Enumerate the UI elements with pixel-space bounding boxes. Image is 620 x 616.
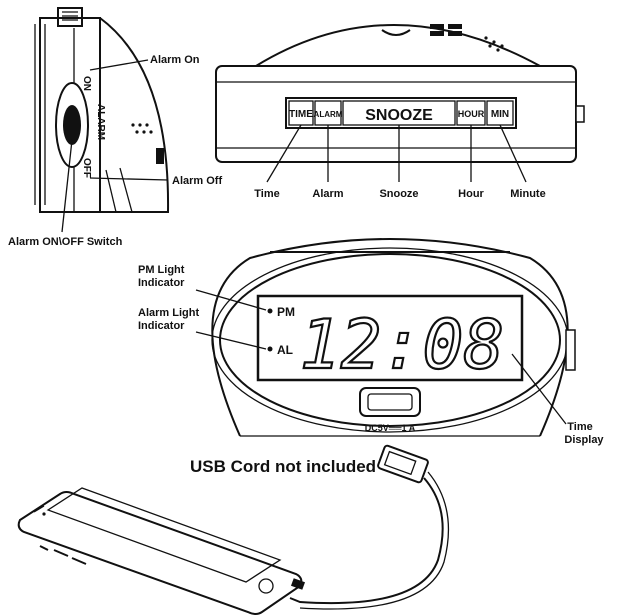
callout-alarm-on: Alarm On xyxy=(150,54,200,66)
callout-snooze: Snooze xyxy=(379,188,418,200)
power-rating-text: DC5V══1 A xyxy=(365,423,416,433)
callout-alarm-switch: Alarm ON\OFF Switch xyxy=(8,236,123,248)
usb-note: USB Cord not included xyxy=(190,457,376,476)
al-indicator-text: AL xyxy=(277,343,293,357)
switch-on-text: ON xyxy=(81,76,92,91)
callout-time-display-line2: Display xyxy=(564,434,604,446)
lcd-display xyxy=(256,294,524,382)
callout-hour: Hour xyxy=(458,188,484,200)
callout-minute: Minute xyxy=(510,188,545,200)
al-indicator-dot xyxy=(267,346,273,352)
speaker-holes xyxy=(131,123,153,134)
pm-indicator-text: PM xyxy=(277,305,295,319)
button-label-alarm: ALARM xyxy=(314,110,343,119)
side-view: ON ALARM OFF Alarm On Alarm Off Alarm ON… xyxy=(8,7,222,248)
callout-alarm-light-line1: Alarm Light xyxy=(138,307,199,319)
time-readout: 12:08 xyxy=(300,306,505,385)
callout-alarm-off: Alarm Off xyxy=(172,175,222,187)
top-vents xyxy=(430,24,504,52)
switch-alarm-text: ALARM xyxy=(95,104,106,140)
front-snooze-button[interactable] xyxy=(359,387,421,417)
top-view: TIME ALARM SNOOZE HOUR MIN Time Alarm Sn… xyxy=(215,24,585,200)
button-label-hour: HOUR xyxy=(458,109,485,119)
button-label-time: TIME xyxy=(289,109,313,120)
switch-off-text: OFF xyxy=(81,158,92,178)
alarm-switch-knob xyxy=(63,105,81,145)
callout-time: Time xyxy=(254,188,279,200)
button-label-snooze: SNOOZE xyxy=(365,107,433,124)
button-label-min: MIN xyxy=(491,109,509,120)
callout-pm-light-line1: PM Light xyxy=(138,264,185,276)
smartphone-icon xyxy=(17,487,306,615)
callout-pm-light-line2: Indicator xyxy=(138,277,185,289)
front-view: PM AL 12:08 DC5V══1 A PM Light Indicator… xyxy=(138,238,604,446)
callout-alarm-light-line2: Indicator xyxy=(138,320,185,332)
callout-alarm: Alarm xyxy=(312,188,343,200)
pm-indicator-dot xyxy=(267,308,273,314)
usb-section: USB Cord not included xyxy=(17,444,450,615)
usb-plug-icon xyxy=(377,444,429,484)
callout-time-display-line1: Time xyxy=(567,421,592,433)
